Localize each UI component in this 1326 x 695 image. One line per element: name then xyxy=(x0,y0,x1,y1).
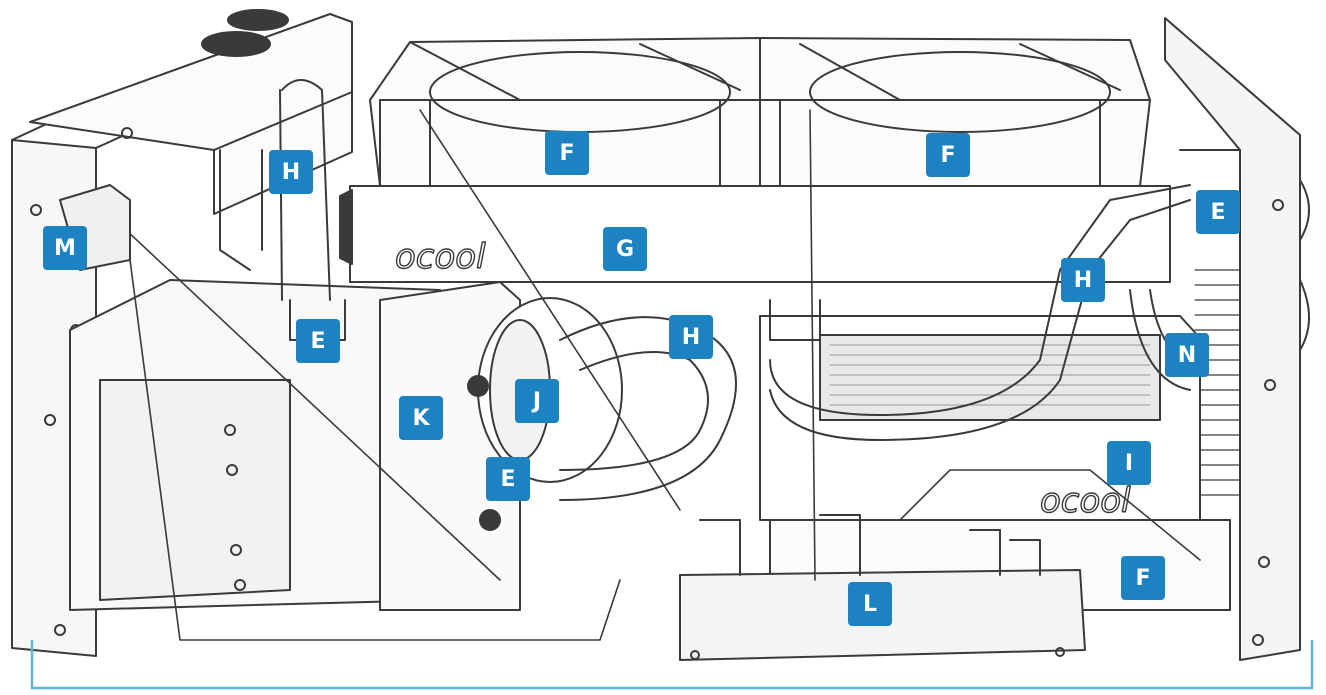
pump-assembly xyxy=(379,281,623,611)
drive-bay xyxy=(69,279,441,611)
callout-pump-reservoir: J xyxy=(515,379,559,423)
callout-fan-top-left: F xyxy=(545,131,589,175)
right-case-panel xyxy=(1164,17,1310,661)
upper-radiator: ocool xyxy=(339,185,1171,283)
callout-fitting-top-right: E xyxy=(1196,190,1240,234)
lower-radiator-logo: ocool xyxy=(1040,481,1131,521)
callout-fan-top-right: F xyxy=(926,133,970,177)
callout-tube-middle: H xyxy=(669,315,713,359)
callout-fan-lower-right: F xyxy=(1121,556,1165,600)
top-fans xyxy=(369,37,1151,187)
callout-tube-right: H xyxy=(1061,258,1105,302)
assembly-bracket xyxy=(30,640,1314,690)
callout-tube-left: H xyxy=(269,150,313,194)
callout-radiator-top: G xyxy=(603,227,647,271)
tubes xyxy=(219,79,1201,501)
callout-controller-board: L xyxy=(848,582,892,626)
upper-radiator-logo: ocool xyxy=(395,237,486,277)
callout-fitting-left: E xyxy=(296,319,340,363)
callout-switch-bracket: M xyxy=(43,226,87,270)
lower-radiator: ocool xyxy=(759,315,1201,522)
callout-fitting-pump: E xyxy=(486,457,530,501)
callout-radiator-lower: I xyxy=(1107,441,1151,485)
callout-cpu-block: K xyxy=(399,396,443,440)
callout-bent-tube: N xyxy=(1165,333,1209,377)
